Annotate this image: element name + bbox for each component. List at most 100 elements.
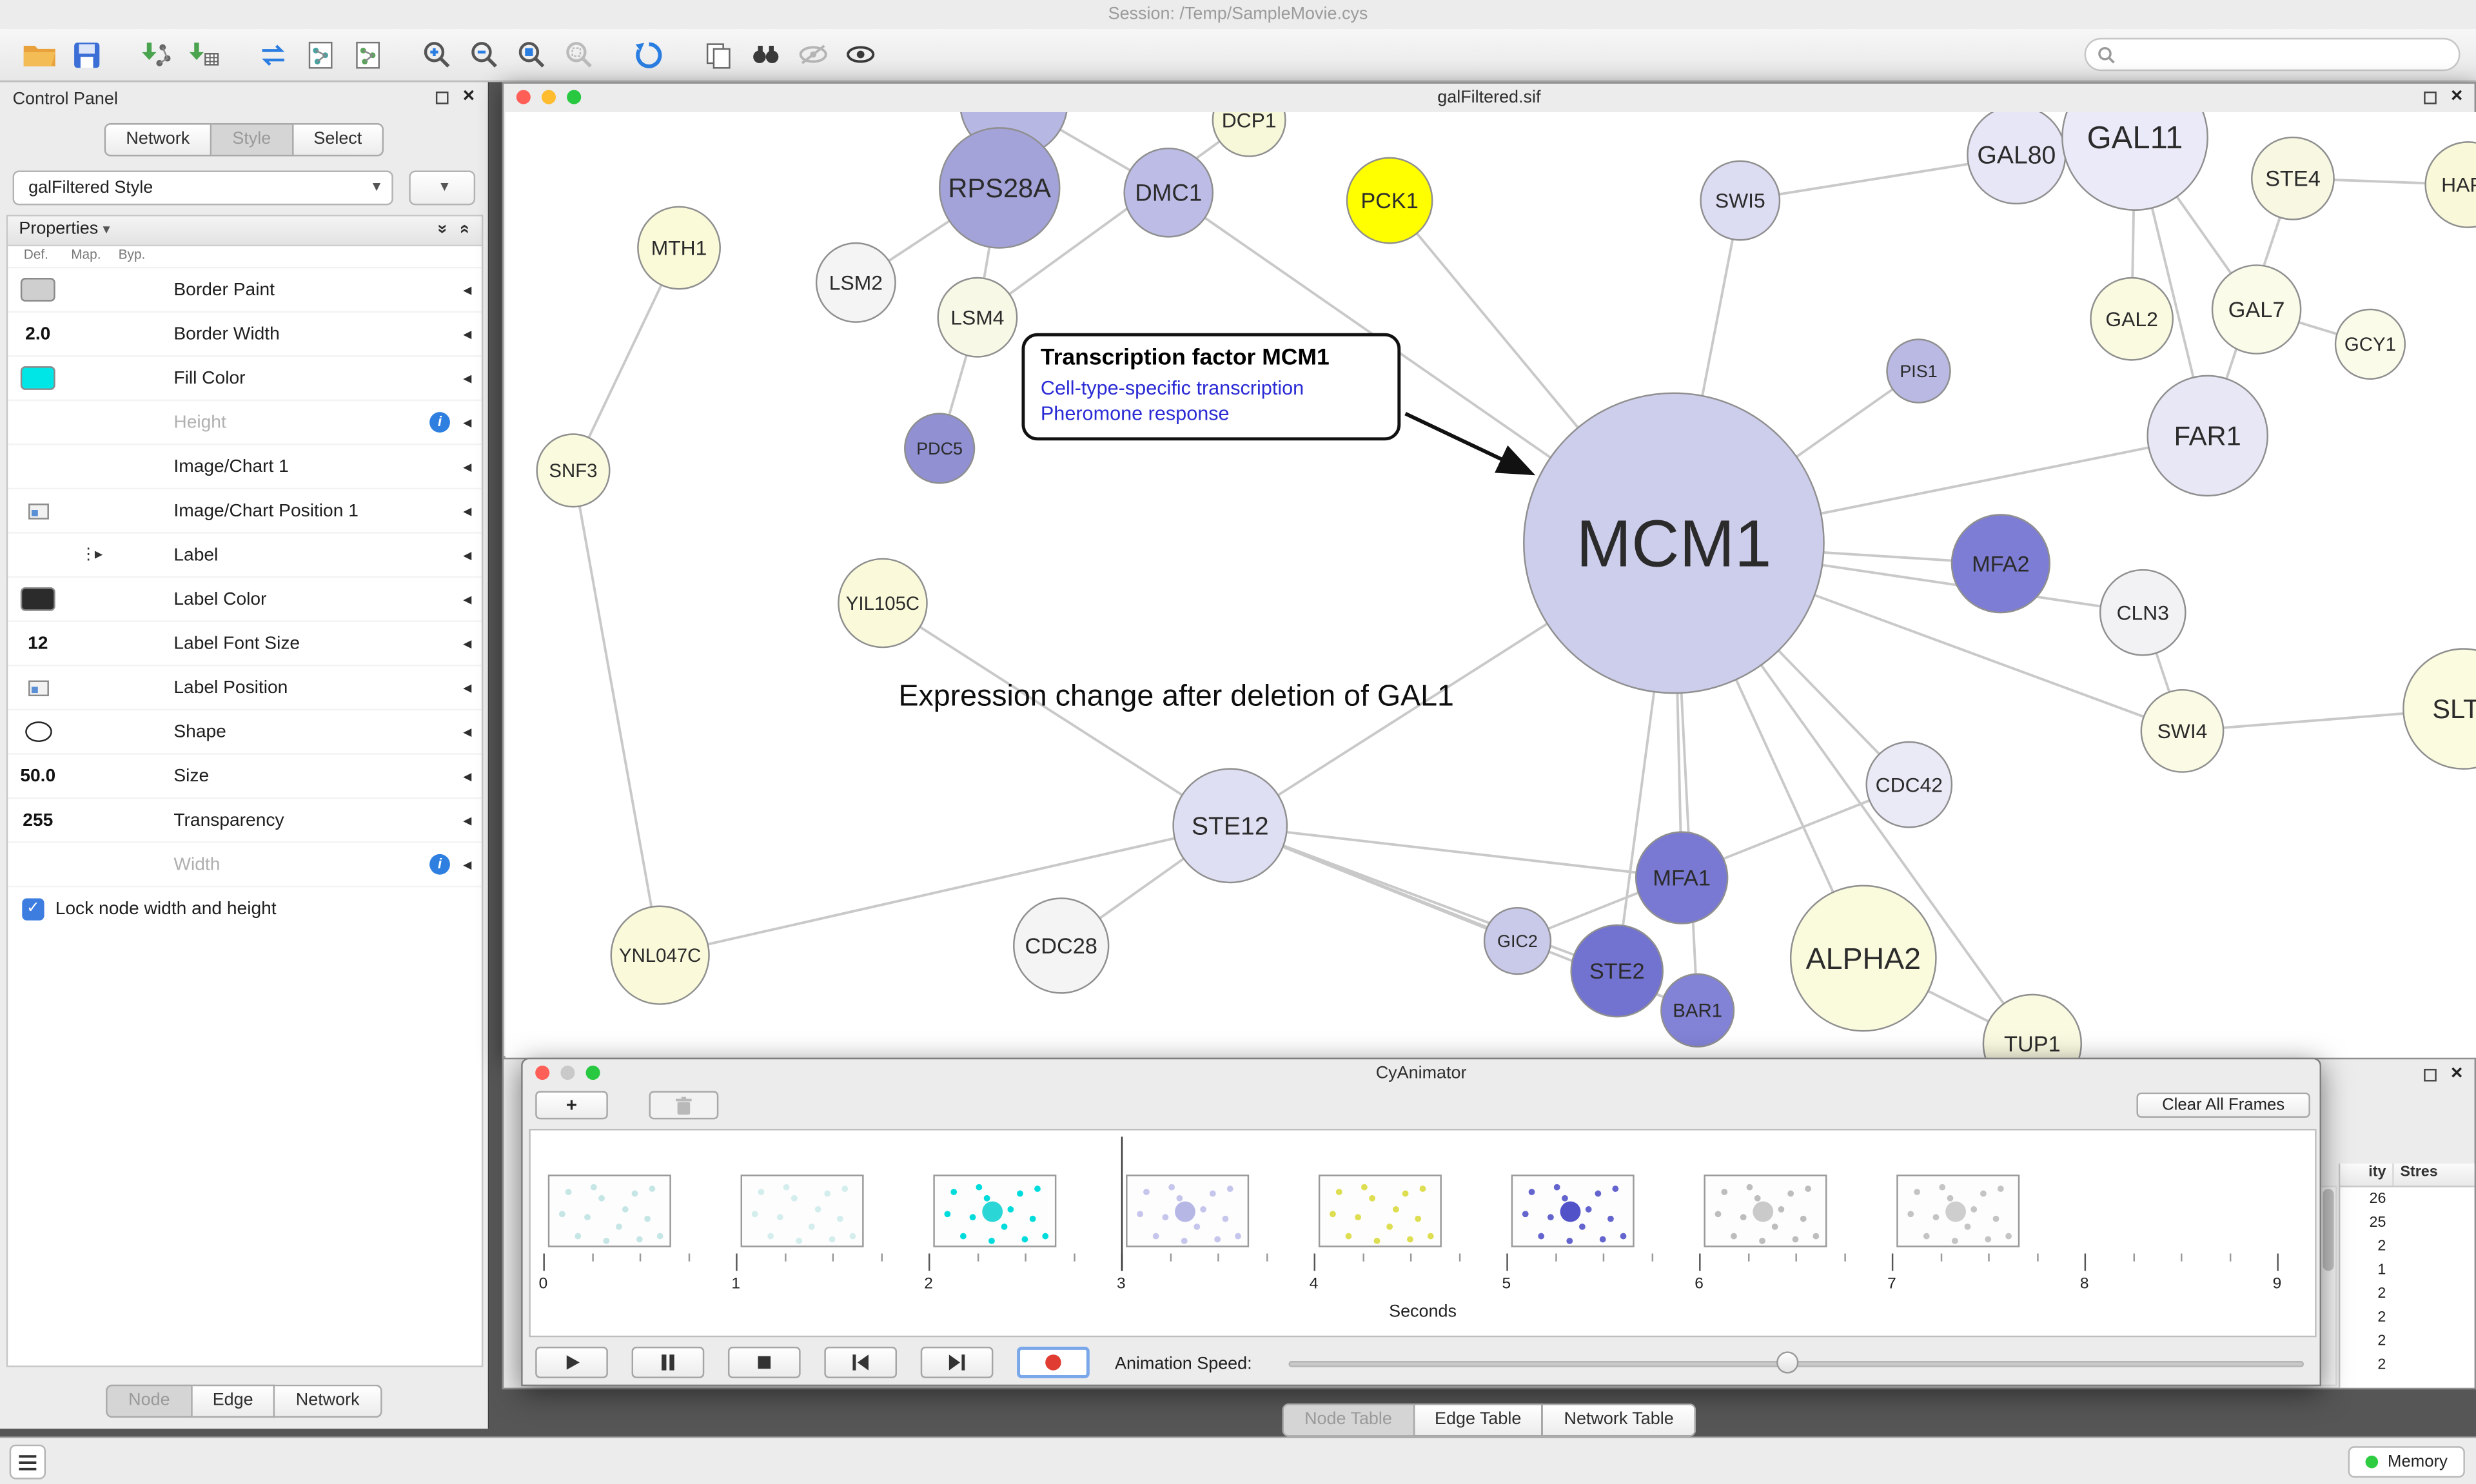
table-row[interactable]: 2 — [2340, 1353, 2474, 1377]
save-session-icon[interactable] — [63, 32, 110, 77]
float-panel-icon[interactable] — [435, 92, 448, 104]
table-row[interactable]: 26 — [2340, 1187, 2474, 1211]
annotation-link[interactable]: Cell-type-specific transcription — [1041, 377, 1382, 399]
column-header-centrality[interactable]: ity — [2340, 1164, 2392, 1186]
tab-edge[interactable]: Edge — [192, 1385, 275, 1418]
position-icon[interactable] — [28, 679, 48, 695]
position-icon[interactable] — [28, 503, 48, 518]
property-row-label-font-size[interactable]: 12Label Font Size◀ — [8, 622, 482, 667]
zoom-window-icon[interactable] — [586, 1066, 600, 1080]
memory-button[interactable]: Memory — [2348, 1446, 2465, 1478]
property-row-size[interactable]: 50.0Size◀ — [8, 755, 482, 799]
zoom-fit-icon[interactable] — [509, 32, 556, 77]
expand-all-icon[interactable]: » — [433, 224, 451, 234]
delete-frame-button[interactable] — [649, 1091, 719, 1119]
refresh-icon[interactable] — [625, 32, 673, 77]
tab-network[interactable]: Network — [104, 123, 211, 156]
zoom-selected-icon[interactable] — [556, 32, 603, 77]
expand-arrow-icon[interactable]: ◀ — [453, 416, 482, 429]
property-row-width[interactable]: Widthi◀ — [8, 843, 482, 888]
frame-thumbnail-7[interactable] — [1896, 1175, 2019, 1247]
property-row-border-width[interactable]: 2.0Border Width◀ — [8, 313, 482, 357]
style-options-button[interactable]: ▾ — [409, 170, 475, 205]
expand-arrow-icon[interactable]: ◀ — [453, 460, 482, 473]
close-panel-icon[interactable]: ✕ — [2450, 1068, 2464, 1083]
cyanimator-titlebar[interactable]: CyAnimator — [523, 1059, 2320, 1088]
property-row-transparency[interactable]: 255Transparency◀ — [8, 799, 482, 843]
network-compare-icon[interactable] — [250, 32, 297, 77]
property-row-fill-color[interactable]: Fill Color◀ — [8, 356, 482, 401]
add-frame-button[interactable]: + — [535, 1091, 608, 1119]
clear-all-frames-button[interactable]: Clear All Frames — [2136, 1093, 2310, 1118]
style-selector[interactable]: galFiltered Style ▾ — [13, 170, 393, 205]
hide-selected-eye-icon[interactable] — [789, 32, 836, 77]
default-value[interactable]: 255 — [23, 811, 53, 830]
record-button[interactable] — [1017, 1347, 1090, 1378]
column-header-stress[interactable]: Stres — [2392, 1164, 2474, 1186]
properties-header[interactable]: Properties▾ » « — [8, 217, 482, 247]
default-value-swatch[interactable] — [21, 278, 55, 302]
playhead[interactable] — [1121, 1137, 1123, 1271]
last-frame-button[interactable] — [921, 1347, 994, 1378]
speed-slider-handle[interactable] — [1776, 1351, 1798, 1373]
table-row[interactable]: 2 — [2340, 1282, 2474, 1306]
expand-arrow-icon[interactable]: ◀ — [453, 284, 482, 297]
open-session-icon[interactable] — [15, 32, 63, 77]
zoom-window-icon[interactable] — [567, 90, 581, 104]
lock-size-row[interactable]: ✓ Lock node width and height — [8, 887, 482, 932]
timeline-area[interactable]: Seconds 0123456789 — [529, 1129, 2316, 1337]
default-value-swatch[interactable] — [21, 587, 55, 611]
close-panel-icon[interactable]: ✕ — [2450, 90, 2464, 106]
frame-thumbnail-1[interactable] — [741, 1175, 864, 1247]
property-row-image-chart-position-1[interactable]: Image/Chart Position 1◀ — [8, 489, 482, 534]
close-window-icon[interactable] — [535, 1066, 549, 1080]
close-window-icon[interactable] — [516, 90, 531, 104]
expand-arrow-icon[interactable]: ◀ — [453, 549, 482, 561]
network-edge[interactable] — [660, 826, 1230, 955]
default-value[interactable]: 12 — [28, 634, 48, 652]
show-all-eye-icon[interactable] — [837, 32, 884, 77]
minimize-window-icon[interactable] — [560, 1066, 575, 1080]
float-panel-icon[interactable] — [2423, 1069, 2436, 1082]
tab-style[interactable]: Style — [212, 123, 293, 156]
table-row[interactable]: 2 — [2340, 1235, 2474, 1258]
pause-button[interactable] — [632, 1347, 705, 1378]
stop-button[interactable] — [728, 1347, 801, 1378]
import-network-icon[interactable] — [133, 32, 180, 77]
property-row-label[interactable]: ⋮▸Label◀ — [8, 534, 482, 578]
expand-arrow-icon[interactable]: ◀ — [453, 681, 482, 694]
frame-thumbnail-3[interactable] — [1126, 1175, 1249, 1247]
annotation-link[interactable]: Pheromone response — [1041, 402, 1382, 424]
frame-thumbnail-6[interactable] — [1704, 1175, 1827, 1247]
zoom-out-icon[interactable] — [461, 32, 508, 77]
tab-node[interactable]: Node — [106, 1385, 192, 1418]
table-row[interactable]: 1 — [2340, 1258, 2474, 1282]
property-row-shape[interactable]: Shape◀ — [8, 710, 482, 755]
panel-menu-button[interactable] — [10, 1445, 46, 1479]
expand-arrow-icon[interactable]: ◀ — [453, 372, 482, 385]
table-row[interactable]: 25 — [2340, 1211, 2474, 1235]
new-network-file-icon[interactable] — [297, 32, 344, 77]
network-edge[interactable] — [573, 471, 660, 955]
first-frame-button[interactable] — [824, 1347, 897, 1378]
import-table-icon[interactable] — [180, 32, 227, 77]
expand-arrow-icon[interactable]: ◀ — [453, 593, 482, 606]
frame-thumbnail-0[interactable] — [548, 1175, 671, 1247]
tab-select[interactable]: Select — [293, 123, 384, 156]
close-panel-icon[interactable]: ✕ — [462, 90, 476, 106]
expand-arrow-icon[interactable]: ◀ — [453, 814, 482, 826]
discrete-mapping-icon[interactable]: ⋮▸ — [81, 546, 101, 563]
property-row-label-color[interactable]: Label Color◀ — [8, 578, 482, 622]
float-panel-icon[interactable] — [2423, 92, 2436, 104]
find-binoculars-icon[interactable] — [742, 32, 789, 77]
play-button[interactable] — [535, 1347, 608, 1378]
frame-thumbnail-4[interactable] — [1319, 1175, 1442, 1247]
tab-edge-table[interactable]: Edge Table — [1414, 1403, 1543, 1436]
search-box[interactable] — [2085, 38, 2461, 71]
expand-arrow-icon[interactable]: ◀ — [453, 725, 482, 738]
network-window-titlebar[interactable]: galFiltered.sif ✕ — [504, 84, 2474, 112]
table-scrollbar[interactable] — [2320, 1186, 2337, 1386]
table-row[interactable]: 2 — [2340, 1305, 2474, 1329]
copy-icon[interactable] — [695, 32, 742, 77]
search-input[interactable] — [2124, 43, 2448, 65]
